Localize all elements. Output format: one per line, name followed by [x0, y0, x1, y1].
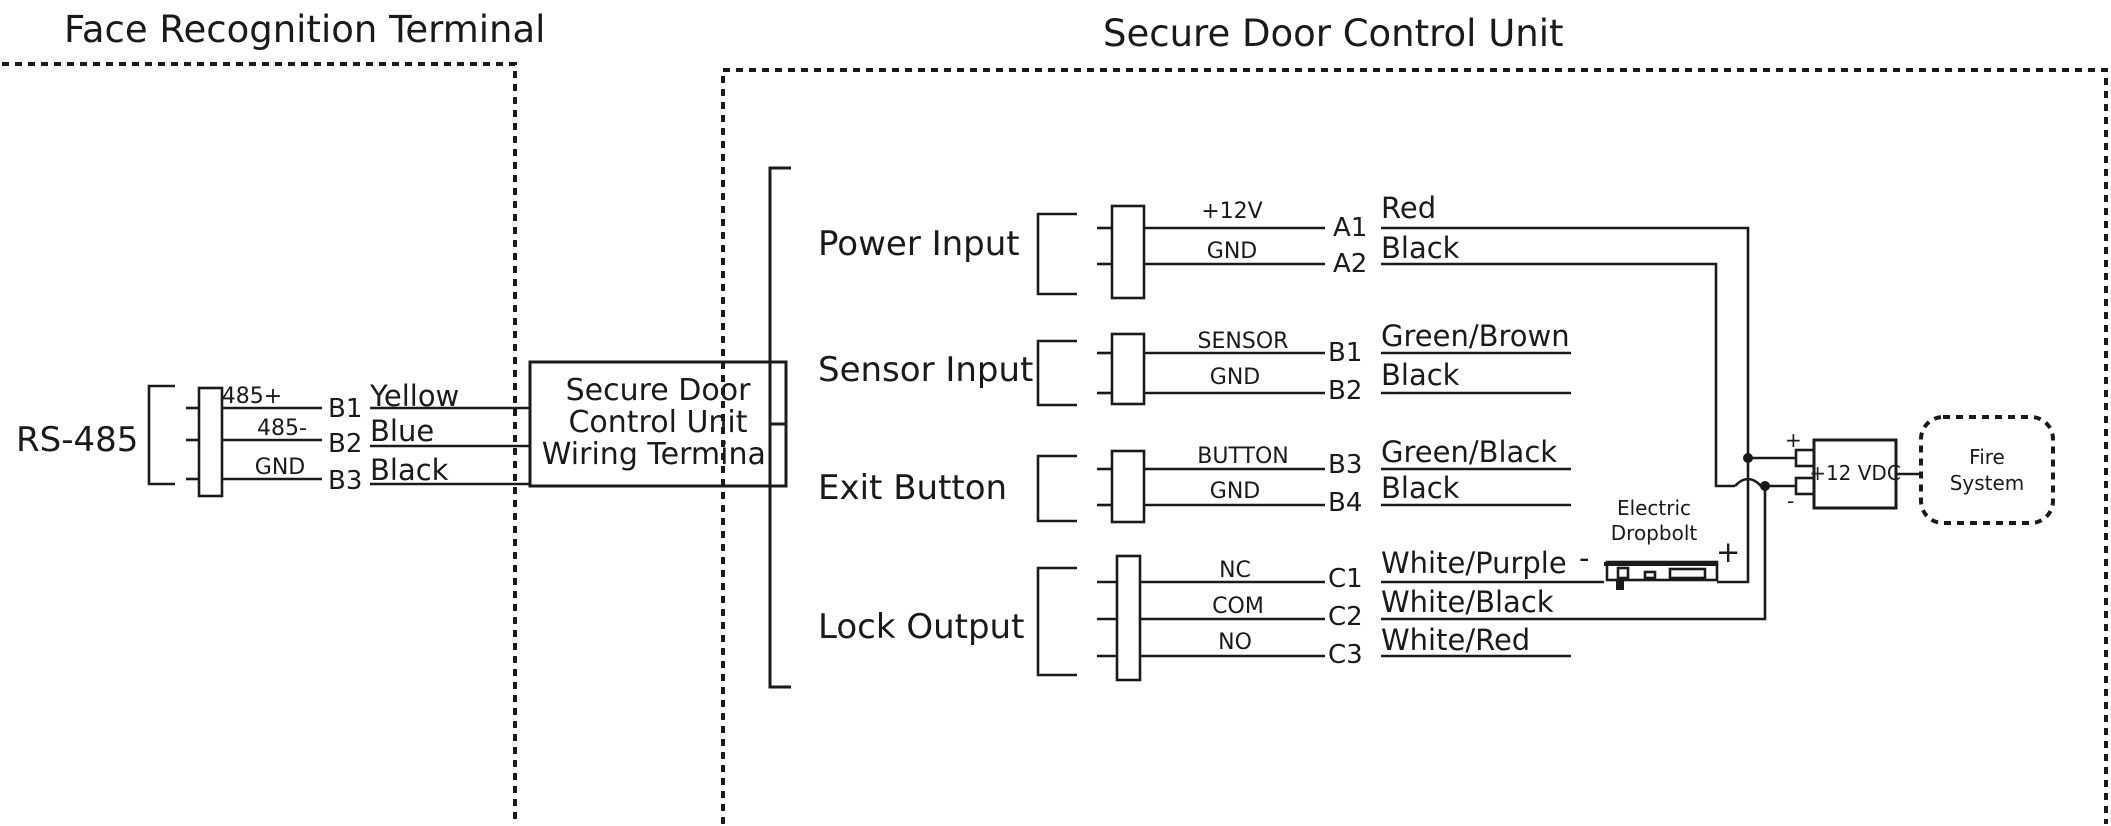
- wiring-terminal-line-1: Secure Door: [566, 373, 751, 408]
- rs485-label: RS-485: [16, 420, 138, 460]
- rs485-wire-3: Black: [370, 453, 449, 487]
- lock-pin-1: C1: [1328, 564, 1363, 594]
- sensor-wire-2: Black: [1381, 358, 1460, 392]
- lock-pin-3: C3: [1328, 640, 1363, 670]
- sensor-signal-2: GND: [1210, 365, 1260, 390]
- sensor-pin-2: B2: [1328, 376, 1362, 406]
- power-wire-2: Black: [1381, 231, 1460, 265]
- exit-wire-2: Black: [1381, 471, 1460, 505]
- exit-wire-1: Green/Black: [1381, 435, 1557, 469]
- exit-signal-1: BUTTON: [1197, 444, 1288, 469]
- lock-output-label: Lock Output: [818, 607, 1024, 647]
- lock-signal-3: NO: [1218, 630, 1252, 655]
- sensor-terminal-block: [1110, 332, 1146, 406]
- dropbolt-label-1: Electric: [1617, 496, 1691, 520]
- power-signal-2: GND: [1207, 239, 1257, 264]
- psu-12vdc: + - +12 VDC: [1785, 428, 1921, 513]
- lock-wire-1: White/Purple: [1381, 546, 1567, 580]
- dropbolt-minus: -: [1579, 541, 1589, 575]
- rs485-signal-1: 485+: [222, 384, 282, 409]
- power-input-label: Power Input: [818, 224, 1020, 264]
- control-unit-enclosure: [721, 68, 2108, 824]
- lock-output-group: Lock Output NC COM NO C1 C2 C3 White/Pur…: [818, 546, 1571, 682]
- sensor-wire-1: Green/Brown: [1381, 319, 1570, 353]
- rs485-connector: RS-485 485+ 485- GND B1 B2 B3 Yellow Blu…: [16, 379, 530, 498]
- rs485-wire-2: Blue: [370, 414, 434, 448]
- lock-signal-2: COM: [1212, 594, 1264, 619]
- lock-wire-3: White/Red: [1381, 623, 1530, 657]
- fire-system-label-2: System: [1950, 471, 2025, 495]
- power-supply-wiring: [1381, 226, 1796, 621]
- sensor-input-label: Sensor Input: [818, 350, 1033, 390]
- rs485-terminal-block: [197, 386, 224, 498]
- fire-system: Fire System: [1919, 415, 2055, 525]
- exit-terminal-block: [1110, 449, 1146, 524]
- dropbolt-plus: +: [1716, 535, 1740, 569]
- lock-terminal-block: [1115, 554, 1142, 682]
- exit-button-group: Exit Button BUTTON GND B3 B4 Green/Black…: [818, 435, 1571, 524]
- power-terminal-block: [1110, 204, 1146, 300]
- wiring-terminal-line-3: Wiring Terminal: [542, 437, 774, 472]
- psu-plus: +: [1785, 428, 1802, 452]
- electric-dropbolt: Electric Dropbolt - +: [1579, 496, 1740, 590]
- exit-signal-2: GND: [1210, 479, 1260, 504]
- dropbolt-label-2: Dropbolt: [1611, 521, 1698, 545]
- sensor-pin-1: B1: [1328, 338, 1362, 368]
- exit-pin-2: B4: [1328, 488, 1362, 518]
- secure-door-control-unit-title: Secure Door Control Unit: [1103, 12, 1564, 55]
- psu-label: +12 VDC: [1809, 461, 1901, 485]
- sensor-input-group: Sensor Input SENSOR GND B1 B2 Green/Brow…: [818, 319, 1571, 407]
- face-terminal-enclosure: [2, 62, 517, 824]
- exit-button-label: Exit Button: [818, 468, 1007, 508]
- face-recognition-terminal-title: Face Recognition Terminal: [64, 8, 545, 51]
- rs485-signal-2: 485-: [257, 416, 307, 441]
- rs485-pin-3: B3: [328, 466, 362, 496]
- lock-signal-1: NC: [1219, 558, 1251, 583]
- psu-minus: -: [1787, 489, 1794, 513]
- wiring-terminal-box: Secure Door Control Unit Wiring Terminal: [528, 360, 788, 488]
- rs485-pin-2: B2: [328, 429, 362, 459]
- power-pin-2: A2: [1333, 249, 1367, 279]
- fire-system-label-1: Fire: [1969, 445, 2005, 469]
- lock-wire-2: White/Black: [1381, 585, 1554, 619]
- control-unit-bracket: [768, 166, 791, 689]
- wiring-terminal-line-2: Control Unit: [568, 405, 747, 440]
- power-input-group: Power Input +12V GND A1 A2 Red Black: [818, 191, 1460, 300]
- rs485-signal-3: GND: [255, 455, 305, 480]
- rs485-pin-1: B1: [328, 394, 362, 424]
- lock-pin-2: C2: [1328, 602, 1363, 632]
- exit-pin-1: B3: [1328, 450, 1362, 480]
- power-pin-1: A1: [1333, 213, 1367, 243]
- power-wire-1: Red: [1381, 191, 1436, 225]
- power-signal-1: +12V: [1201, 199, 1262, 224]
- sensor-signal-1: SENSOR: [1198, 329, 1289, 354]
